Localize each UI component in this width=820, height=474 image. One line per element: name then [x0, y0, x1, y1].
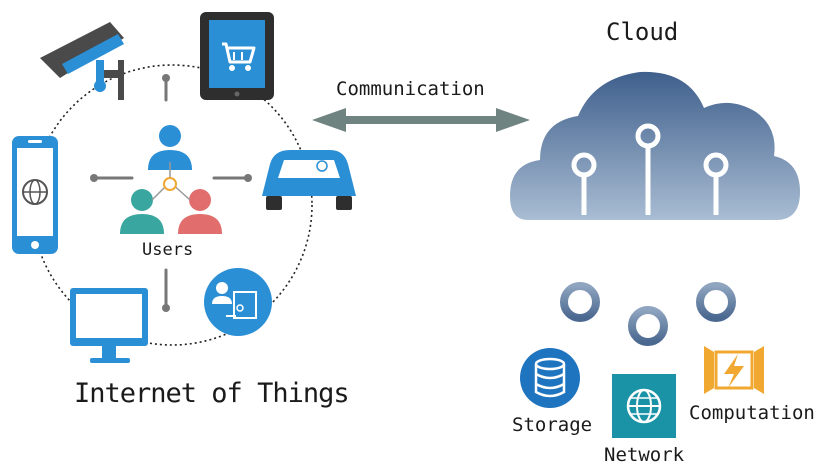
user-top-icon [148, 125, 192, 170]
lightning-icon [704, 346, 764, 394]
cloud-stems [560, 236, 736, 346]
iot-title: Internet of Things [74, 378, 350, 409]
security-camera-icon [40, 22, 124, 100]
communication-label: Communication [336, 78, 485, 100]
globe-icon [612, 374, 676, 438]
users-icon [120, 125, 222, 234]
network-label: Network [604, 444, 685, 466]
shopping-tablet-icon [200, 12, 274, 100]
car-icon [262, 150, 356, 210]
desktop-monitor-icon [70, 288, 148, 363]
user-right-icon [178, 189, 222, 234]
iot-boundary-circle [31, 64, 313, 346]
smartphone-globe-icon [12, 136, 58, 254]
user-left-icon [120, 189, 164, 234]
cloud-circuit-lines [571, 123, 729, 215]
database-icon [520, 348, 580, 408]
communication-arrow [312, 108, 530, 132]
storage-label: Storage [512, 414, 593, 436]
users-label: Users [142, 240, 194, 260]
computation-label: Computation [689, 402, 815, 424]
user-access-icon [204, 268, 272, 336]
cloud-title: Cloud [606, 18, 679, 46]
